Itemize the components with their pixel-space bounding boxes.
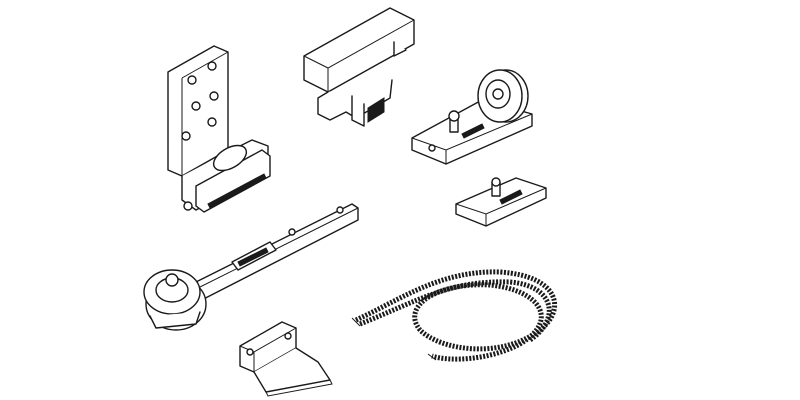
belt-clamp <box>455 177 547 227</box>
pulley-tensioner <box>411 69 533 165</box>
door-bracket <box>239 321 333 397</box>
carriage-block <box>303 7 415 127</box>
pulley-arm <box>143 203 359 331</box>
toothed-belt <box>351 269 558 362</box>
wall-mount-bracket <box>167 45 271 213</box>
